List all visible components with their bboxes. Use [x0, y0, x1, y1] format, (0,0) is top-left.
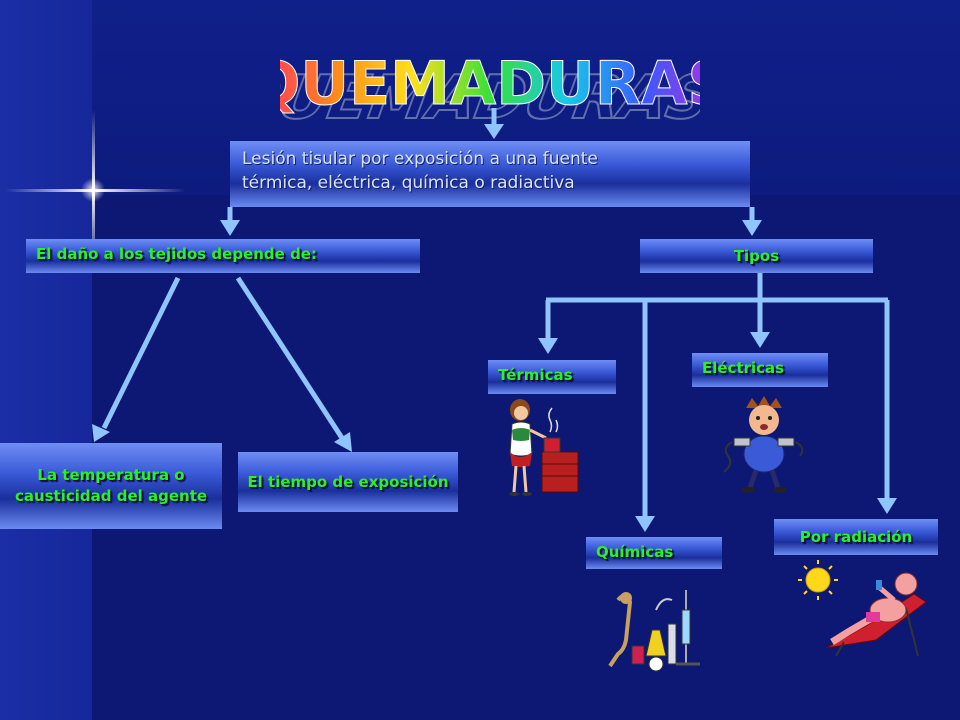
damage-factors-box: El daño a los tejidos depende de:	[26, 239, 420, 273]
definition-box: Lesión tisular por exposición a una fuen…	[230, 141, 750, 207]
types-label: Tipos	[733, 247, 780, 265]
damage-factors-label: El daño a los tejidos depende de:	[36, 245, 317, 263]
type-chemical-box: Químicas	[586, 537, 722, 569]
type-electrical-label: Eléctricas	[702, 359, 785, 377]
temperature-factor-label: La temperatura o causticidad del agente	[14, 466, 208, 505]
chemistry-clipart-icon	[608, 590, 700, 672]
type-electrical-box: Eléctricas	[692, 353, 828, 387]
title-text: QUEMADURAS	[280, 49, 700, 119]
type-radiation-box: Por radiación	[774, 519, 938, 555]
type-radiation-label: Por radiación	[799, 528, 913, 546]
sunbathing-clipart-icon	[798, 560, 927, 657]
type-thermal-box: Térmicas	[488, 360, 616, 394]
sparkle-icon	[5, 110, 185, 270]
background-left-band	[0, 0, 92, 720]
exposure-time-box: El tiempo de exposición	[238, 452, 458, 512]
title-wordart: QUEMADURAS QUEMADURAS	[280, 49, 700, 129]
svg-text:QUEMADURAS: QUEMADURAS	[280, 62, 700, 128]
electric-shock-clipart-icon	[723, 396, 804, 493]
sun-icon	[798, 560, 838, 600]
type-chemical-label: Químicas	[596, 543, 674, 561]
exposure-time-label: El tiempo de exposición	[247, 472, 449, 491]
type-thermal-label: Térmicas	[498, 366, 573, 384]
cook-clipart-icon	[509, 399, 579, 496]
temperature-factor-box: La temperatura o causticidad del agente	[0, 443, 222, 529]
types-box: Tipos	[640, 239, 873, 273]
definition-line-1: Lesión tisular por exposición a una fuen…	[242, 149, 598, 169]
definition-line-2: térmica, eléctrica, química o radiactiva	[242, 173, 575, 193]
